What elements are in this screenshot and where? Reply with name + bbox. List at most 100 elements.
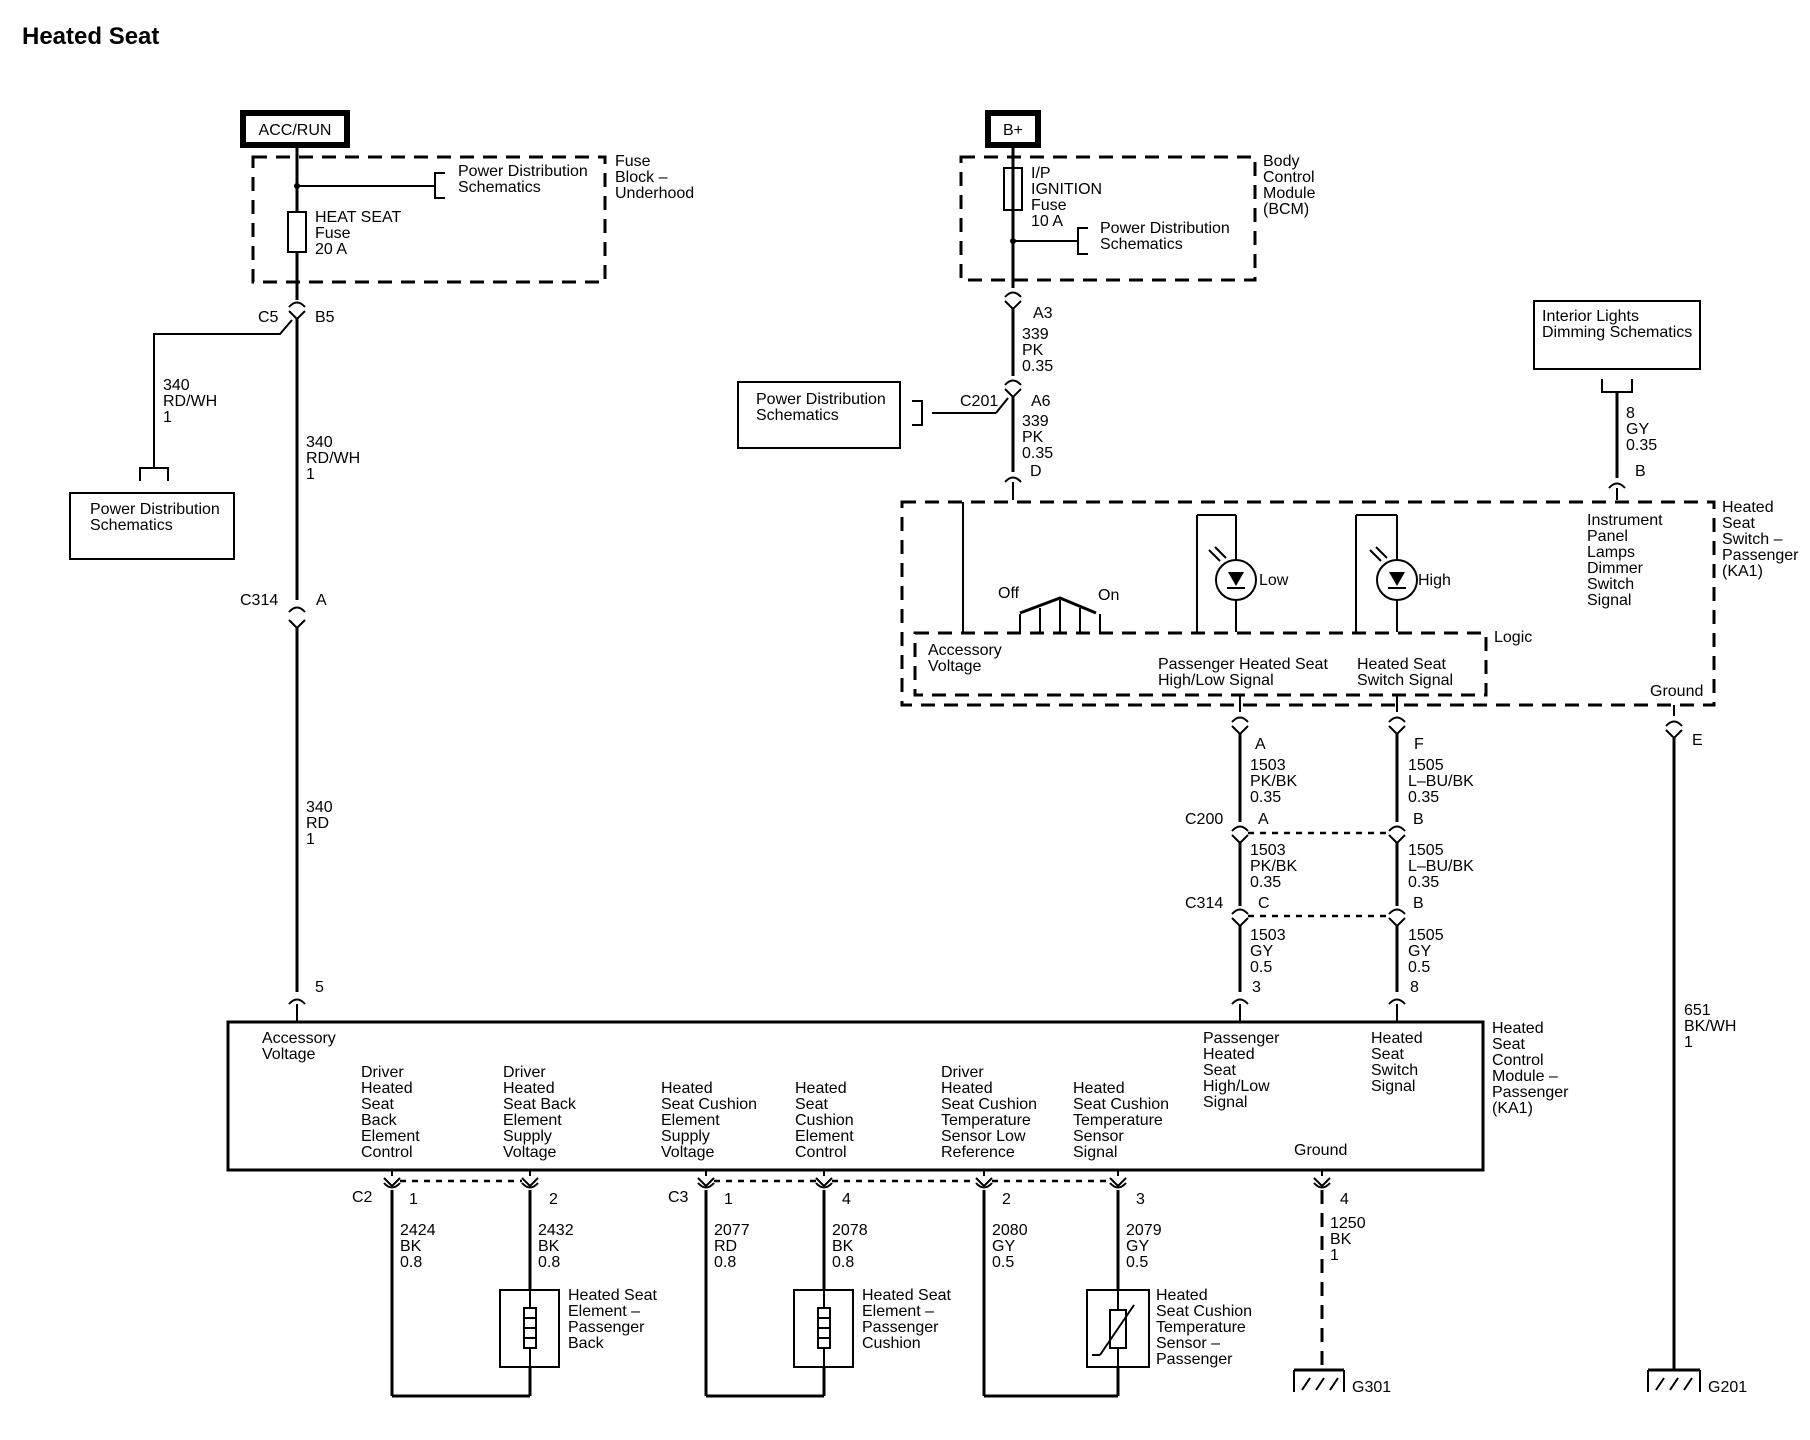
connector-c200: C200 [1185,811,1223,828]
ground-g201: G201 [1708,1379,1747,1396]
pin-c3-4: 4 [842,1191,851,1208]
acc-run-label: ACC/RUN [259,122,332,139]
fuse-block-ref: Power Distribution Schematics [458,163,592,196]
wire-2424: 2424 BK 0.8 [400,1222,440,1271]
pin-c3-2: 2 [1002,1191,1011,1208]
interior-lights-dimming-ref [1533,300,1701,370]
sensor-label: Heated Seat Cushion Temperature Sensor –… [1156,1287,1257,1368]
connector-c5: C5 [258,309,279,326]
bcm-outline [959,155,1257,282]
pin-f: F [1414,736,1424,753]
pin-a: A [1255,736,1266,753]
wire-1505-c: 1505 GY 0.5 [1408,927,1448,976]
pin-c2-2: 2 [549,1191,558,1208]
pin-d: D [1030,463,1042,480]
pin-gnd-4: 4 [1340,1191,1349,1208]
pin-3: 3 [1252,979,1261,996]
pin-b-top: B [1635,463,1646,480]
wire-1503-c: 1503 GY 0.5 [1250,927,1290,976]
pin-a6: A6 [1031,393,1051,410]
bcm-name: Body Control Module (BCM) [1263,153,1320,218]
pin-c314-b: B [1413,895,1424,912]
connector-c3: C3 [668,1189,689,1206]
switch-ground-label: Ground [1650,683,1703,700]
connector-c314: C314 [1185,895,1223,912]
label-temp-sensor-low-ref: Driver Heated Seat Cushion Temperature S… [941,1064,1042,1161]
label-cushion-element-supply: Heated Seat Cushion Element Supply Volta… [661,1080,762,1161]
connector-c201: C201 [960,393,998,410]
svg-text:Interior Lights Dimming Sc: Interior Lights Dimming Schematics [1542,308,1692,341]
ground-g301: G301 [1352,1379,1391,1396]
middle-power-distribution-ref [737,381,901,449]
wire-1505-b: 1505 L–BU/BK 0.35 [1408,842,1478,891]
off-on-rocker [1019,596,1097,615]
module-name: Heated Seat Control Module – Passenger (… [1492,1020,1573,1117]
switch-logic-label: Logic [1494,629,1532,646]
bcm-ref: Power Distribution Schematics [1100,220,1234,253]
wire-340-branch: 340 RD/WH 1 [163,377,222,426]
switch-high: High [1418,572,1451,589]
heated-seat-control-module-box [226,1020,1485,1172]
wire-2079: 2079 GY 0.5 [1126,1222,1166,1271]
wire-1503-b: 1503 PK/BK 0.35 [1250,842,1302,891]
label-module-ground: Ground [1294,1142,1347,1159]
ground-g301-symbol [1293,1368,1345,1392]
pin-c2-1: 1 [409,1191,418,1208]
label-cushion-element-control: Heated Seat Cushion Element Control [795,1080,858,1161]
switch-hl-signal: Passenger Heated Seat High/Low Signal [1158,656,1332,689]
label-temp-sensor-signal: Heated Seat Cushion Temperature Sensor S… [1073,1080,1174,1161]
pin-c314-c: C [1258,895,1270,912]
label-module-hl-signal: Passenger Heated Seat High/Low Signal [1203,1030,1284,1111]
label-back-element-supply: Driver Heated Seat Back Element Supply V… [503,1064,580,1161]
wire-1503-a: 1503 PK/BK 0.35 [1250,757,1302,806]
wire-339-a: 339 PK 0.35 [1022,326,1053,375]
pin-b5: B5 [315,309,335,326]
fuse-block-name: Fuse Block – Underhood [615,153,694,202]
connector-c314-a: C314 [240,592,278,609]
left-power-distribution-ref [69,492,235,560]
ip-ignition-fuse-symbol [1003,167,1023,211]
wire-340-rd: 340 RD 1 [306,799,337,848]
ground-g201-symbol [1647,1368,1701,1392]
wire-2080: 2080 GY 0.5 [992,1222,1032,1271]
dimmer-signal-label: Instrument Panel Lamps Dimmer Switch Sig… [1587,512,1667,609]
wire-2432: 2432 BK 0.8 [538,1222,578,1271]
wire-1505-a: 1505 L–BU/BK 0.35 [1408,757,1478,806]
wire-2078: 2078 BK 0.8 [832,1222,872,1271]
label-module-switch-signal: Heated Seat Switch Signal [1371,1030,1427,1095]
pin-c200-a: A [1258,811,1269,828]
element-cushion-label: Heated Seat Element – Passenger Cushion [862,1287,955,1352]
switch-name: Heated Seat Switch – Passenger (KA1) [1722,499,1803,580]
b-plus-label: B+ [1003,122,1023,139]
switch-off: Off [998,585,1020,602]
switch-logic-outline [913,631,1488,697]
wire-339-b: 339 PK 0.35 [1022,413,1053,462]
module-accessory-voltage: Accessory Voltage [262,1030,340,1063]
pin-8: 8 [1410,979,1419,996]
pin-5: 5 [315,979,324,996]
page-title: Heated Seat [22,23,159,50]
heat-seat-fuse-symbol [287,211,307,253]
wire-2077: 2077 RD 0.8 [714,1222,754,1271]
switch-low: Low [1259,572,1289,589]
pin-e: E [1692,732,1703,749]
acc-run-source-box [240,110,350,148]
pin-c314-a: A [316,592,327,609]
connector-c2: C2 [352,1189,373,1206]
pin-a3: A3 [1033,305,1053,322]
pin-c200-b: B [1413,811,1424,828]
svg-text:Power Distribution Schemat: Power Distribution Schematics [756,391,890,424]
wire-651: 651 BK/WH 1 [1684,1002,1741,1051]
element-back-label: Heated Seat Element – Passenger Back [568,1287,661,1352]
heat-seat-fuse-label: HEAT SEAT Fuse 20 A [315,209,405,258]
ip-ignition-fuse-label: I/P IGNITION Fuse 10 A [1031,165,1107,230]
pin-c3-3: 3 [1136,1191,1145,1208]
svg-text:Power Distribution Schemat: Power Distribution Schematics [90,501,224,534]
label-back-element-control: Driver Heated Seat Back Element Control [361,1064,424,1161]
fuse-block-underhood-outline [251,155,607,284]
pin-c3-1: 1 [724,1191,733,1208]
switch-on: On [1098,587,1119,604]
switch-accessory-voltage: Accessory Voltage [928,642,1006,675]
wire-8-gy: 8 GY 0.35 [1626,405,1657,454]
